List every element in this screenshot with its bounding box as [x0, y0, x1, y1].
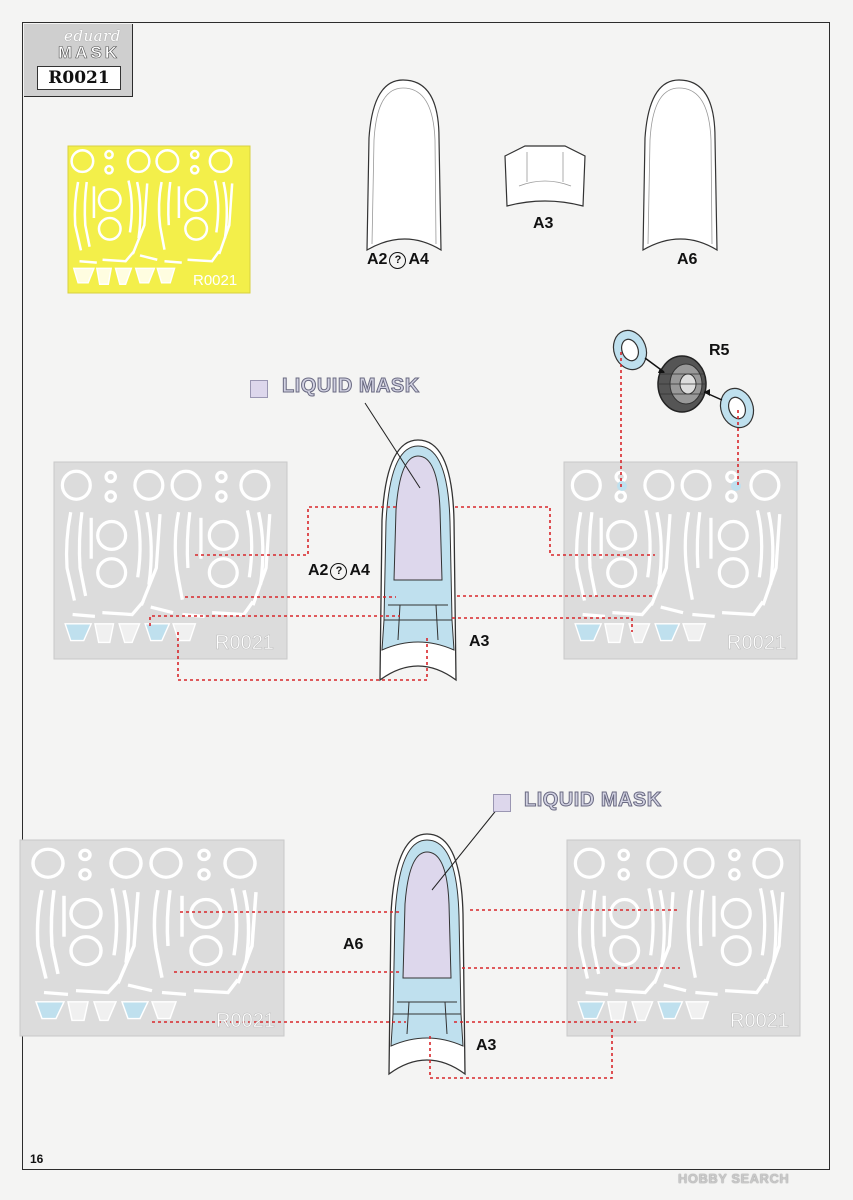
page-number: 16: [30, 1152, 44, 1166]
label-a2-a4-top: A2?A4: [367, 251, 429, 269]
mask-sheet-1-left: [53, 461, 288, 660]
label-r5: R5: [709, 342, 730, 359]
yellow-mask-sheet: [67, 145, 251, 294]
product-line: MASK: [58, 43, 121, 63]
page-frame: [22, 22, 830, 1170]
part-a3-outline: [504, 145, 586, 207]
part-a6-outline: [642, 79, 718, 252]
liquid-mask-label-2: LIQUID MASK: [524, 789, 662, 812]
liquid-mask-swatch-1: [250, 380, 268, 398]
sheet-code-2-left: R0021: [216, 1010, 275, 1033]
canopy-2: [388, 833, 466, 1076]
watermark-text: HOBBY SEARCH: [678, 1171, 790, 1186]
label-a3-top: A3: [533, 215, 554, 232]
product-code: R0021: [37, 66, 121, 90]
sheet-code-2-right: R0021: [730, 1010, 789, 1033]
sheet-code-1-right: R0021: [727, 632, 786, 655]
sheet-code-yellow: R0021: [193, 272, 238, 289]
mask-sheet-2-right: [566, 839, 801, 1037]
red-connector-lines: [149, 352, 739, 1079]
mask-sheet-1-right: [563, 461, 798, 660]
wheel-mask-ring-right: [719, 387, 755, 429]
wheel-mask-ring-left: [612, 329, 648, 371]
wheel-r5: [657, 355, 707, 413]
label-a6-section2: A6: [343, 936, 364, 953]
label-a2-a4-section1: A2?A4: [308, 562, 370, 580]
liquid-mask-swatch-2: [493, 794, 511, 812]
brand-name: eduard: [64, 27, 121, 45]
sheet-code-1-left: R0021: [215, 632, 274, 655]
label-a3-section1: A3: [469, 633, 490, 650]
eduard-mask-logo: eduard MASK R0021: [24, 24, 133, 97]
mask-sheet-2-left: [19, 839, 285, 1037]
canopy-1: [379, 439, 457, 682]
label-a3-section2: A3: [476, 1037, 497, 1054]
part-a2-a4-outline: [366, 79, 442, 252]
label-a6-top: A6: [677, 251, 698, 268]
liquid-mask-label-1: LIQUID MASK: [282, 375, 420, 398]
